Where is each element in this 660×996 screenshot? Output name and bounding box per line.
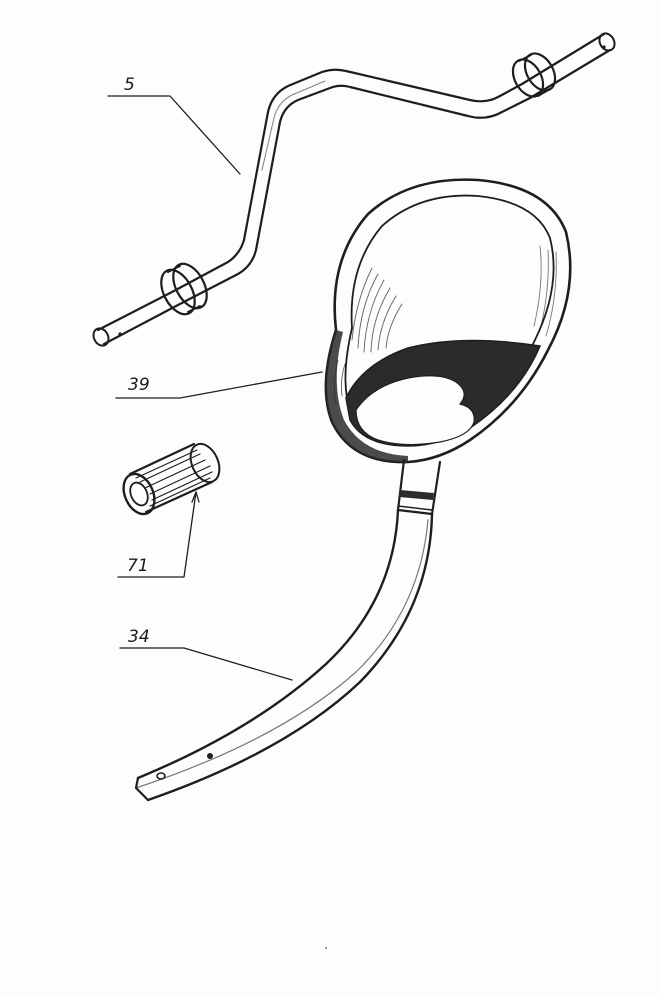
rod-left-collar xyxy=(160,262,208,316)
leader-39 xyxy=(115,371,323,399)
callout-leaders xyxy=(107,95,323,681)
part-71-splined-sleeve xyxy=(122,442,221,516)
callout-label-71: 71 xyxy=(127,556,149,576)
rod-right-collar xyxy=(511,52,557,98)
part-34-curved-strap xyxy=(134,508,434,802)
callout-label-34: 34 xyxy=(128,627,150,647)
part-5-bent-rod xyxy=(92,32,616,347)
leader-34 xyxy=(119,647,293,681)
sleeve-splines xyxy=(135,449,213,507)
leader-5 xyxy=(107,95,241,175)
leader-71 xyxy=(117,491,197,578)
paper-speck xyxy=(325,947,327,949)
callout-label-39: 39 xyxy=(128,375,150,395)
part-39-scoop-bowl xyxy=(324,178,572,516)
callout-label-5: 5 xyxy=(124,75,135,95)
